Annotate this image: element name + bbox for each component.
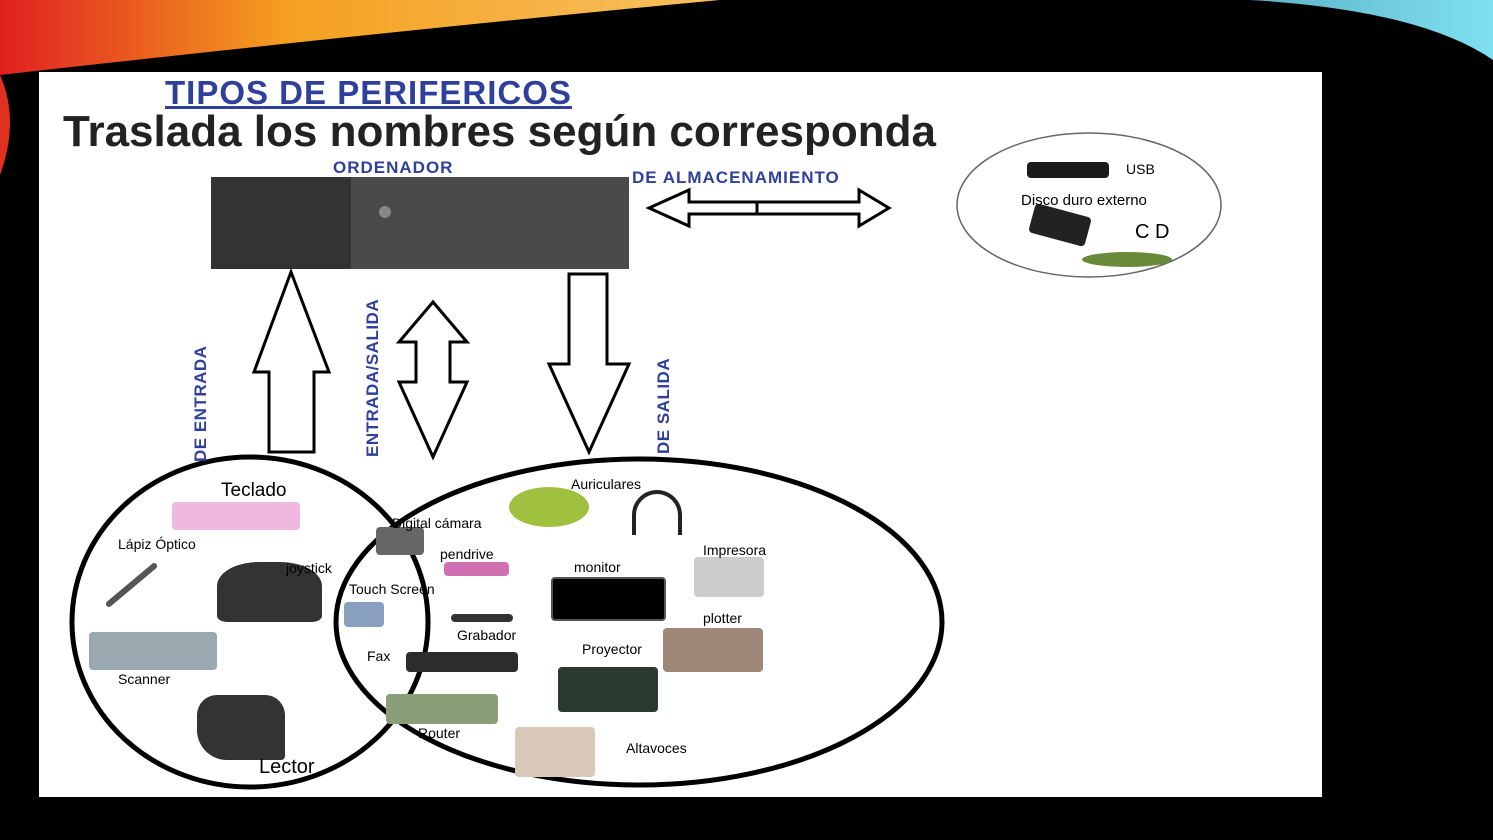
instruction-title: Traslada los nombres según corresponda bbox=[63, 107, 936, 156]
io-item: Fax bbox=[367, 648, 391, 664]
usb-image bbox=[1027, 162, 1109, 178]
monitor-image bbox=[551, 577, 666, 621]
input-label: DE ENTRADA bbox=[191, 345, 210, 462]
input-ellipse bbox=[69, 454, 431, 790]
input-item: Scanner bbox=[118, 671, 171, 687]
input-item: joystick bbox=[286, 560, 332, 576]
input-item: Teclado bbox=[221, 480, 287, 501]
output-arrow bbox=[546, 272, 632, 456]
keyboard-image bbox=[172, 502, 300, 530]
scanner-image bbox=[89, 632, 217, 670]
fax-image bbox=[406, 652, 518, 672]
input-arrow bbox=[251, 267, 332, 454]
cd-image bbox=[1082, 252, 1172, 267]
storage-label: DE ALMACENAMIENTO bbox=[632, 168, 840, 187]
output-item: Auriculares bbox=[571, 476, 642, 492]
io-label: ENTRADA/SALIDA bbox=[363, 298, 382, 457]
output-item: Impresora bbox=[703, 542, 767, 558]
camera-image bbox=[376, 527, 424, 555]
io-item: Touch Screen bbox=[349, 581, 435, 597]
io-item: Digital cámara bbox=[392, 515, 482, 531]
computer-label: ORDENADOR bbox=[333, 158, 454, 177]
io-item: pendrive bbox=[440, 546, 494, 562]
storage-arrow bbox=[645, 187, 892, 229]
router-image bbox=[386, 694, 498, 724]
recorder-image bbox=[451, 614, 513, 622]
projector-image bbox=[558, 667, 658, 712]
headphones-image bbox=[632, 490, 682, 535]
printer-image bbox=[694, 557, 764, 597]
speakers-image bbox=[515, 727, 595, 777]
storage-item: USB bbox=[1126, 161, 1155, 177]
plotter-image bbox=[663, 628, 763, 672]
output-item: Altavoces bbox=[626, 740, 687, 756]
io-item: Grabador bbox=[457, 627, 517, 643]
output-label: DE SALIDA bbox=[654, 357, 673, 454]
diagram-shapes bbox=[69, 132, 1222, 790]
input-item: Lápiz Óptico bbox=[118, 536, 196, 552]
output-item: Proyector bbox=[582, 641, 642, 657]
pendrive-image bbox=[444, 562, 509, 576]
io-arrow bbox=[395, 299, 471, 461]
output-item: plotter bbox=[703, 610, 742, 626]
output-item: monitor bbox=[574, 559, 621, 575]
io-item: Router bbox=[418, 725, 461, 741]
touch-screen-image bbox=[344, 602, 384, 627]
storage-ellipse bbox=[956, 132, 1222, 278]
storage-item: Disco duro externo bbox=[1021, 192, 1147, 209]
input-item: Lector bbox=[259, 756, 315, 778]
decorative-swoosh bbox=[0, 0, 1493, 175]
diagram-heading: TIPOS DE PERIFERICOS bbox=[165, 74, 572, 111]
joystick-image bbox=[217, 562, 322, 622]
colored-headphones-image bbox=[509, 487, 589, 527]
diagram-image: TIPOS DE PERIFERICOS Traslada los nombre… bbox=[39, 72, 1322, 797]
output-ellipse bbox=[333, 456, 945, 788]
reader-image bbox=[197, 695, 285, 760]
storage-item: C D bbox=[1135, 221, 1170, 243]
